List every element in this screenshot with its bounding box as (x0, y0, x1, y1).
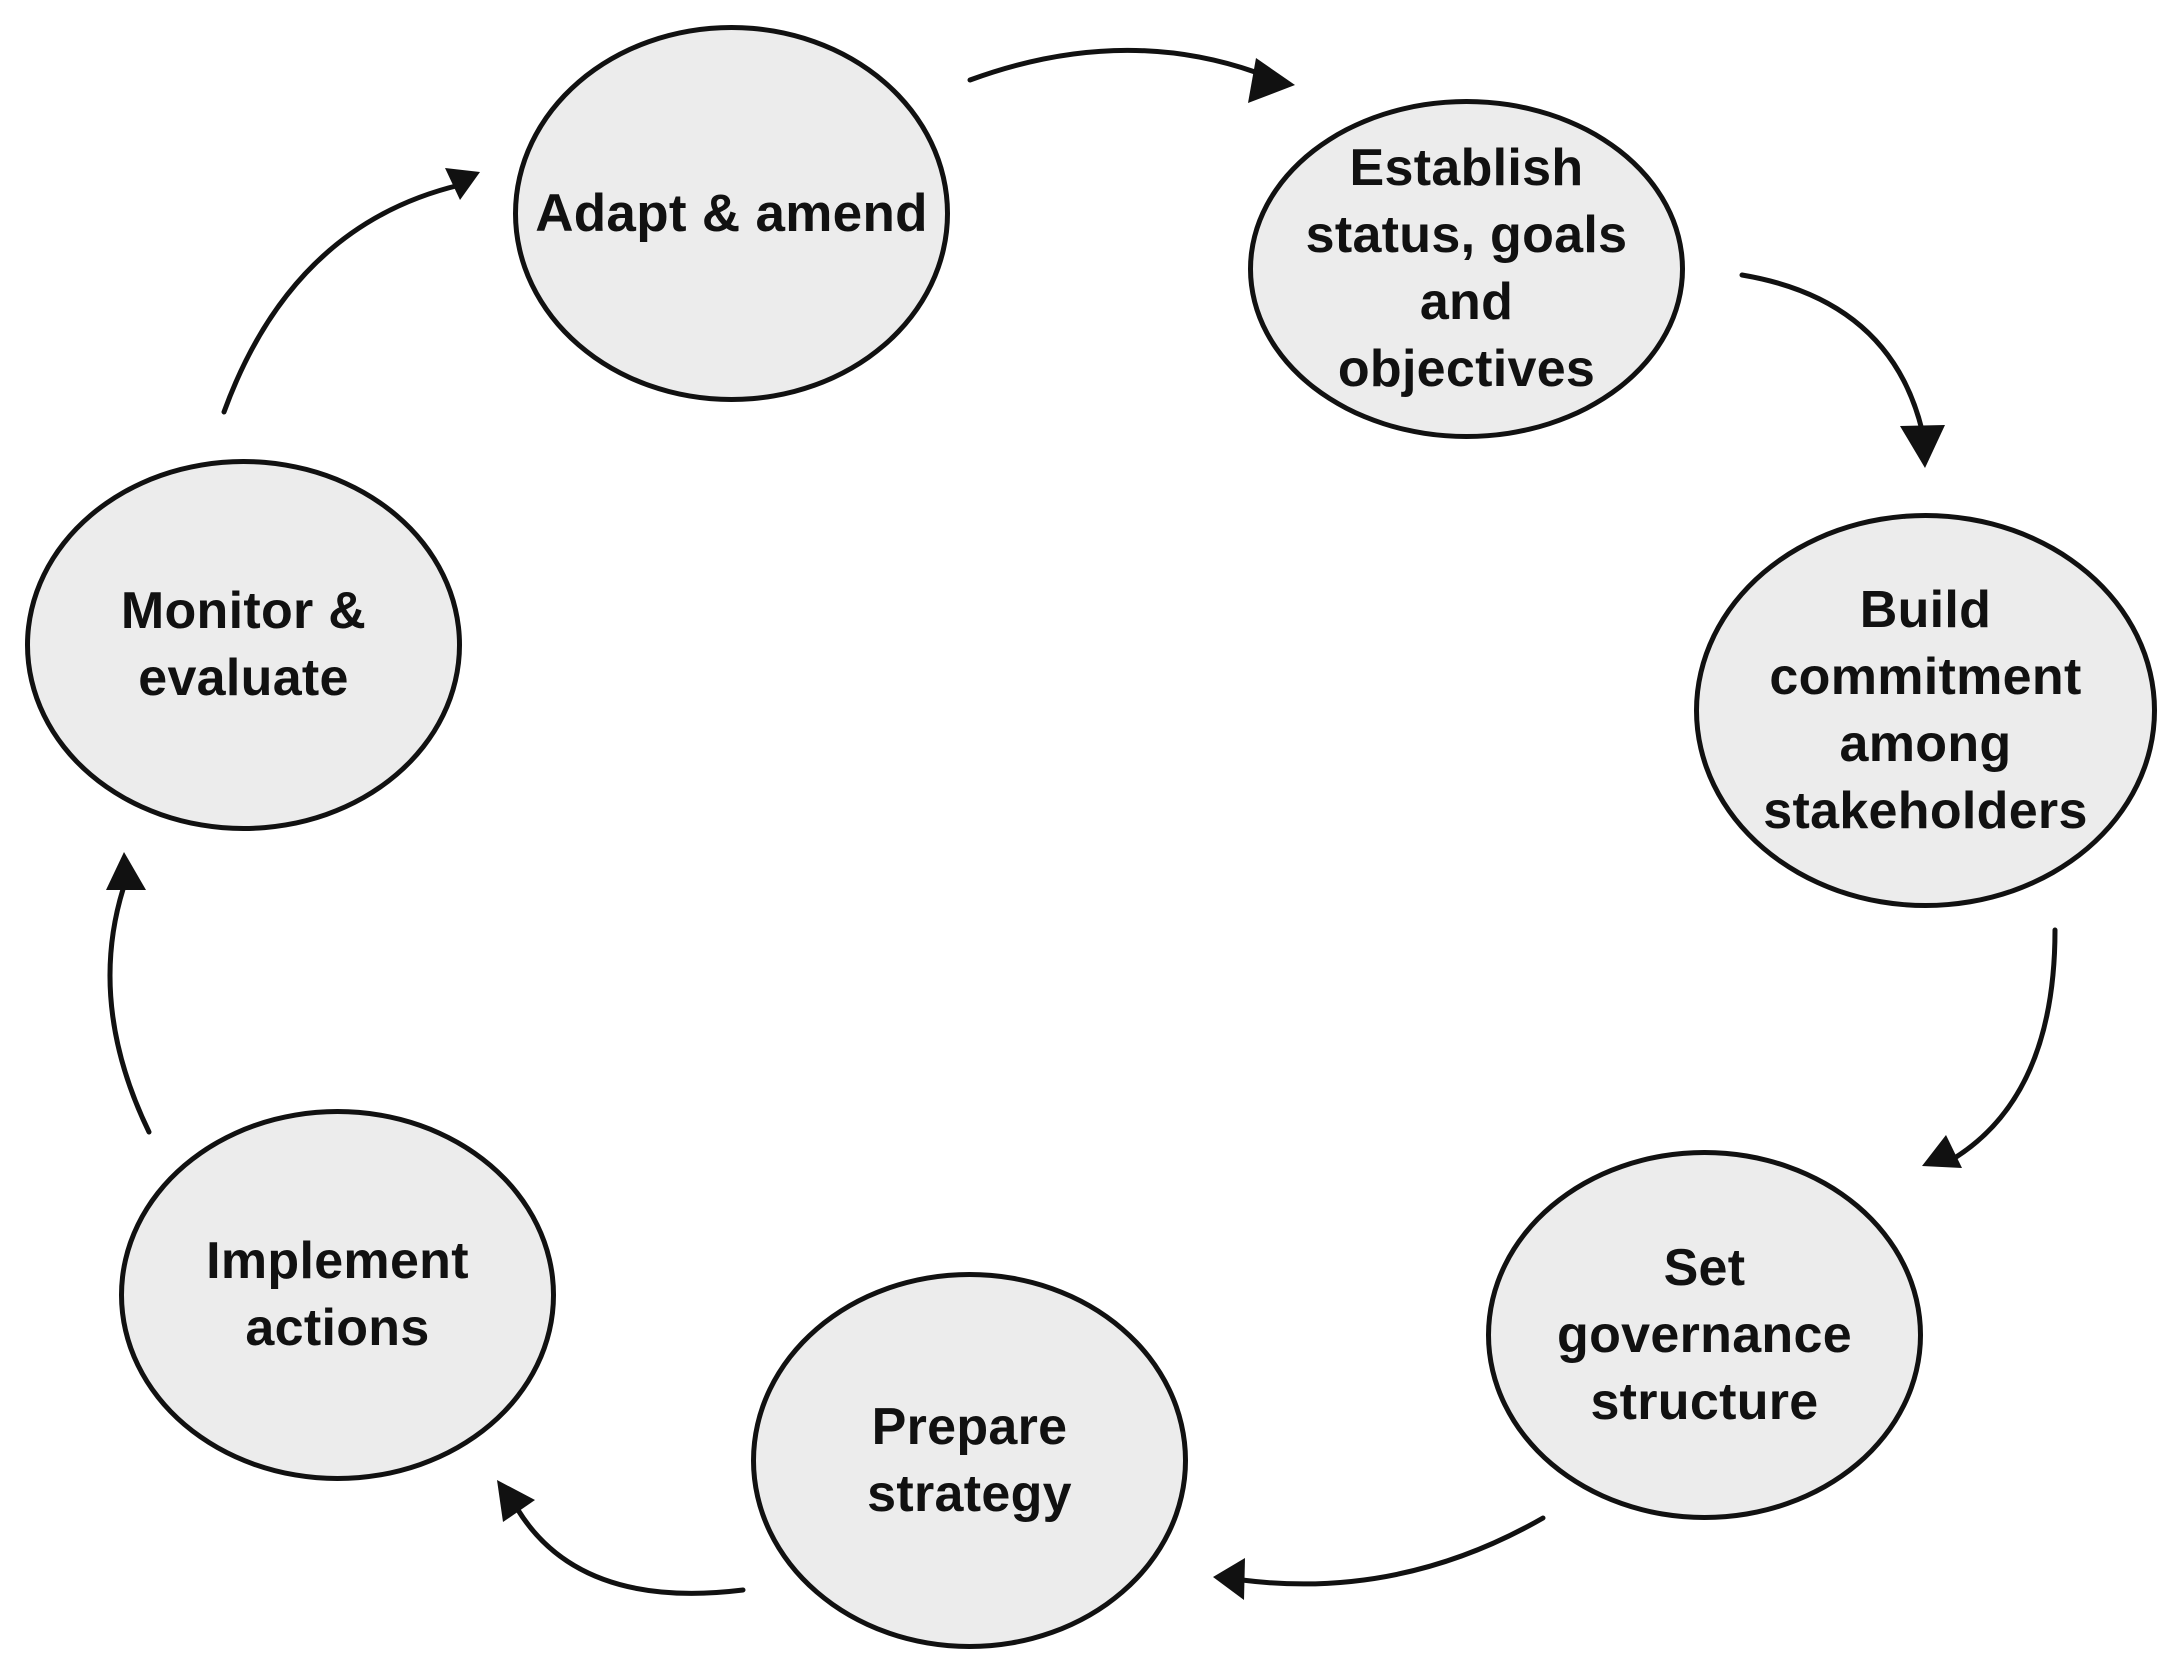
arrow-monitor-to-adapt (221, 182, 463, 415)
arrow-set-to-prepare (1239, 1515, 1546, 1587)
node-label: Prepare strategy (867, 1397, 1072, 1523)
arrow-implement-to-monitor (107, 877, 152, 1135)
node-label: Implement actions (206, 1232, 469, 1357)
arrowhead-prepare (1213, 1558, 1245, 1600)
arrowhead-adapt (445, 168, 480, 200)
arrowhead-set (1922, 1135, 1962, 1168)
arrowhead-build (1900, 425, 1945, 468)
arrow-adapt-to-establish (967, 47, 1258, 83)
node-label: Establish status, goals and objectives (1305, 139, 1628, 398)
node-label: Adapt & amend (535, 184, 928, 243)
arrowhead-monitor (106, 852, 146, 890)
arrow-build-to-set (1945, 927, 2058, 1165)
node-adapt-and-amend: Adapt & amend (513, 25, 950, 402)
node-label: Set governance structure (1557, 1238, 1852, 1431)
node-label: Build commitment among stakeholders (1763, 580, 2088, 840)
node-build-commitment: Build commitment among stakeholders (1694, 513, 2157, 908)
arrow-prepare-to-implement (515, 1507, 746, 1596)
arrow-establish-to-build (1739, 272, 1925, 433)
node-establish-status-goals-objectives: Establish status, goals and objectives (1248, 99, 1685, 439)
node-set-governance-structure: Set governance structure (1486, 1150, 1923, 1520)
node-implement-actions: Implement actions (119, 1109, 556, 1481)
node-monitor-and-evaluate: Monitor & evaluate (25, 459, 462, 831)
node-prepare-strategy: Prepare strategy (751, 1272, 1188, 1649)
arrowhead-establish (1248, 58, 1295, 103)
node-label: Monitor & evaluate (120, 582, 367, 707)
arrowhead-implement (497, 1480, 535, 1522)
